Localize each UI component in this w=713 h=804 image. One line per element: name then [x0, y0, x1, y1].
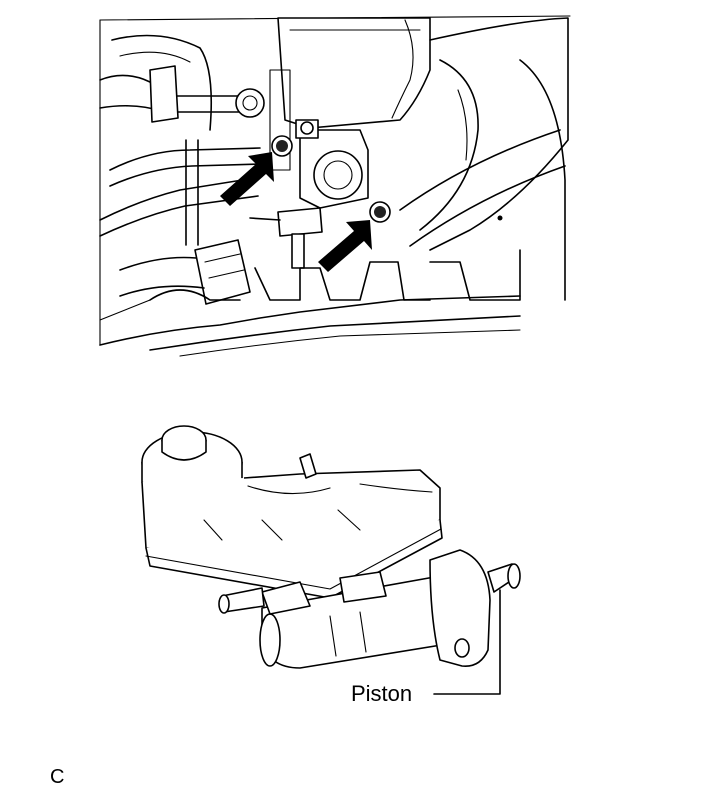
mounting-flange	[429, 549, 491, 667]
piston-rod	[487, 563, 521, 593]
arrow-icon	[220, 152, 274, 206]
arrow-icon	[318, 220, 372, 272]
mounting-nut-upper	[271, 135, 293, 157]
mounting-nut-lower	[369, 201, 391, 223]
piston-label: Piston	[351, 681, 413, 706]
reservoir-tank	[141, 453, 443, 599]
engine-bay-view	[99, 15, 571, 357]
cylinder-body	[218, 571, 473, 669]
master-cylinder-assembly	[141, 425, 521, 695]
piston-leader-line	[433, 589, 501, 695]
corner-code: C	[50, 766, 65, 788]
